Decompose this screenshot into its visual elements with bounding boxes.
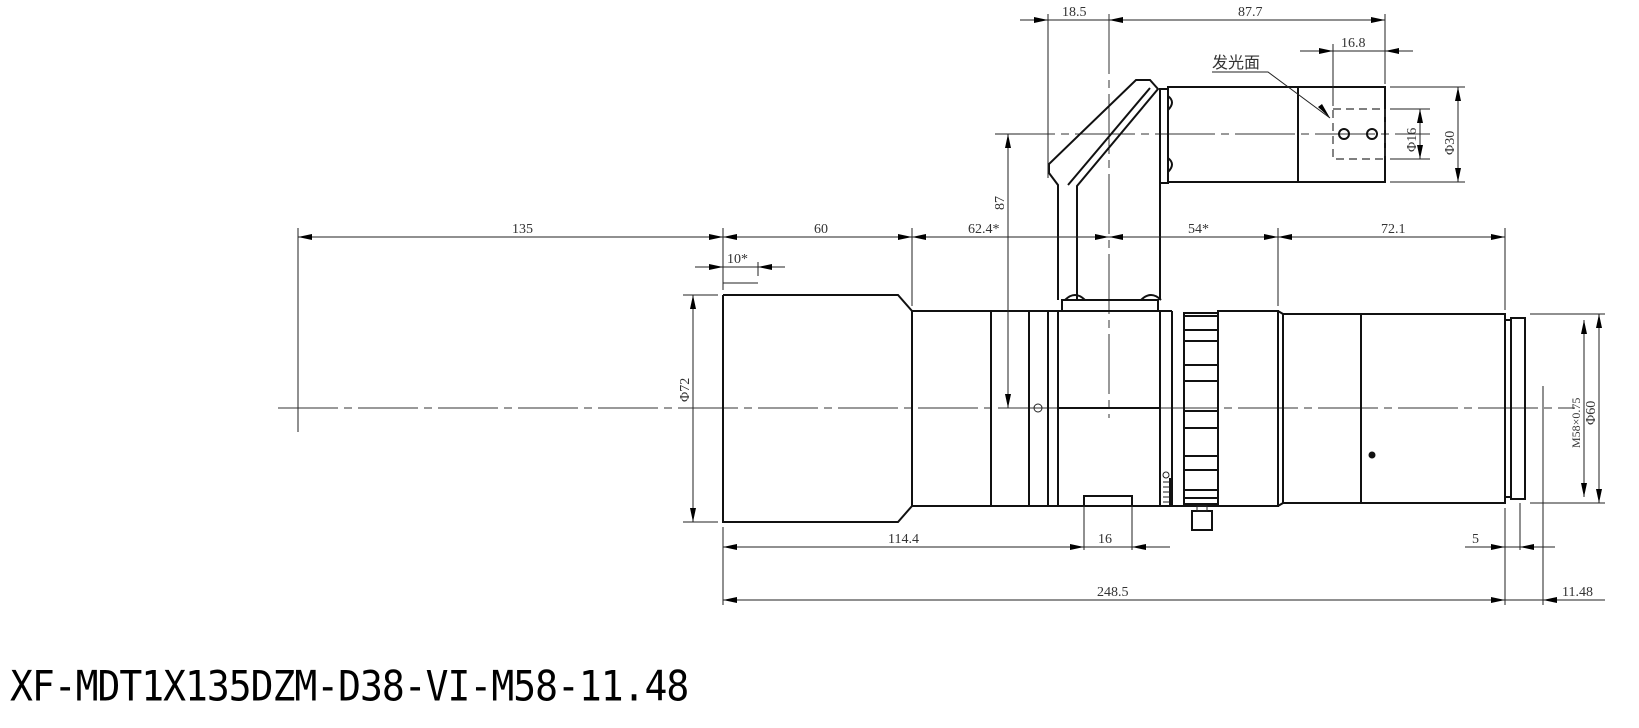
dimension-lines (297, 14, 1605, 605)
coaxial-illuminator (1048, 79, 1386, 300)
rear-screw (1368, 451, 1376, 459)
mirror-housing (1048, 79, 1160, 300)
arrowheads (298, 17, 1602, 603)
dim-60: 60 (814, 222, 828, 237)
dim-16-8: 16.8 (1341, 36, 1366, 51)
dim-dia-60: Φ60 (1584, 401, 1599, 425)
lens-body (722, 294, 1526, 550)
center-lines (278, 14, 1575, 432)
knurled-ring (1183, 312, 1219, 506)
dim-87: 87 (993, 196, 1008, 210)
dim-10: 10* (727, 252, 748, 267)
lock-screw (1191, 510, 1213, 531)
dim-135: 135 (512, 222, 533, 237)
dim-18-5: 18.5 (1062, 5, 1087, 20)
model-title: XF-MDT1X135DZM-D38-VI-M58-11.48 (10, 662, 689, 711)
dim-87-7: 87.7 (1238, 5, 1263, 20)
dimension-labels: 135 60 10* 62.4* 54* 72.1 18.5 87.7 16.8… (512, 5, 1599, 600)
dim-dia-16: Φ16 (1405, 128, 1420, 152)
dim-72-1: 72.1 (1381, 222, 1406, 237)
bottom-lug (1083, 495, 1133, 507)
illuminator-tube (1167, 86, 1386, 183)
dim-dia-72: Φ72 (678, 378, 693, 402)
focus-scale (1162, 471, 1171, 506)
dim-62-4: 62.4* (968, 222, 1000, 237)
dim-248-5: 248.5 (1097, 585, 1129, 600)
dim-114-4: 114.4 (888, 532, 919, 547)
dim-thread: M58×0.75 (1569, 398, 1583, 448)
illuminator-screws (1167, 95, 1173, 173)
dim-dia-30: Φ30 (1443, 131, 1458, 155)
dim-54: 54* (1188, 222, 1209, 237)
emitting-area (1332, 108, 1386, 160)
dim-16: 16 (1098, 532, 1112, 547)
dim-11-48: 11.48 (1562, 585, 1593, 600)
mount-thread (1510, 317, 1526, 500)
dim-5: 5 (1472, 532, 1479, 547)
set-screw-hole (1033, 403, 1043, 413)
emitting-surface-label: 发光面 (1212, 53, 1260, 72)
leader-line (1212, 71, 1331, 119)
